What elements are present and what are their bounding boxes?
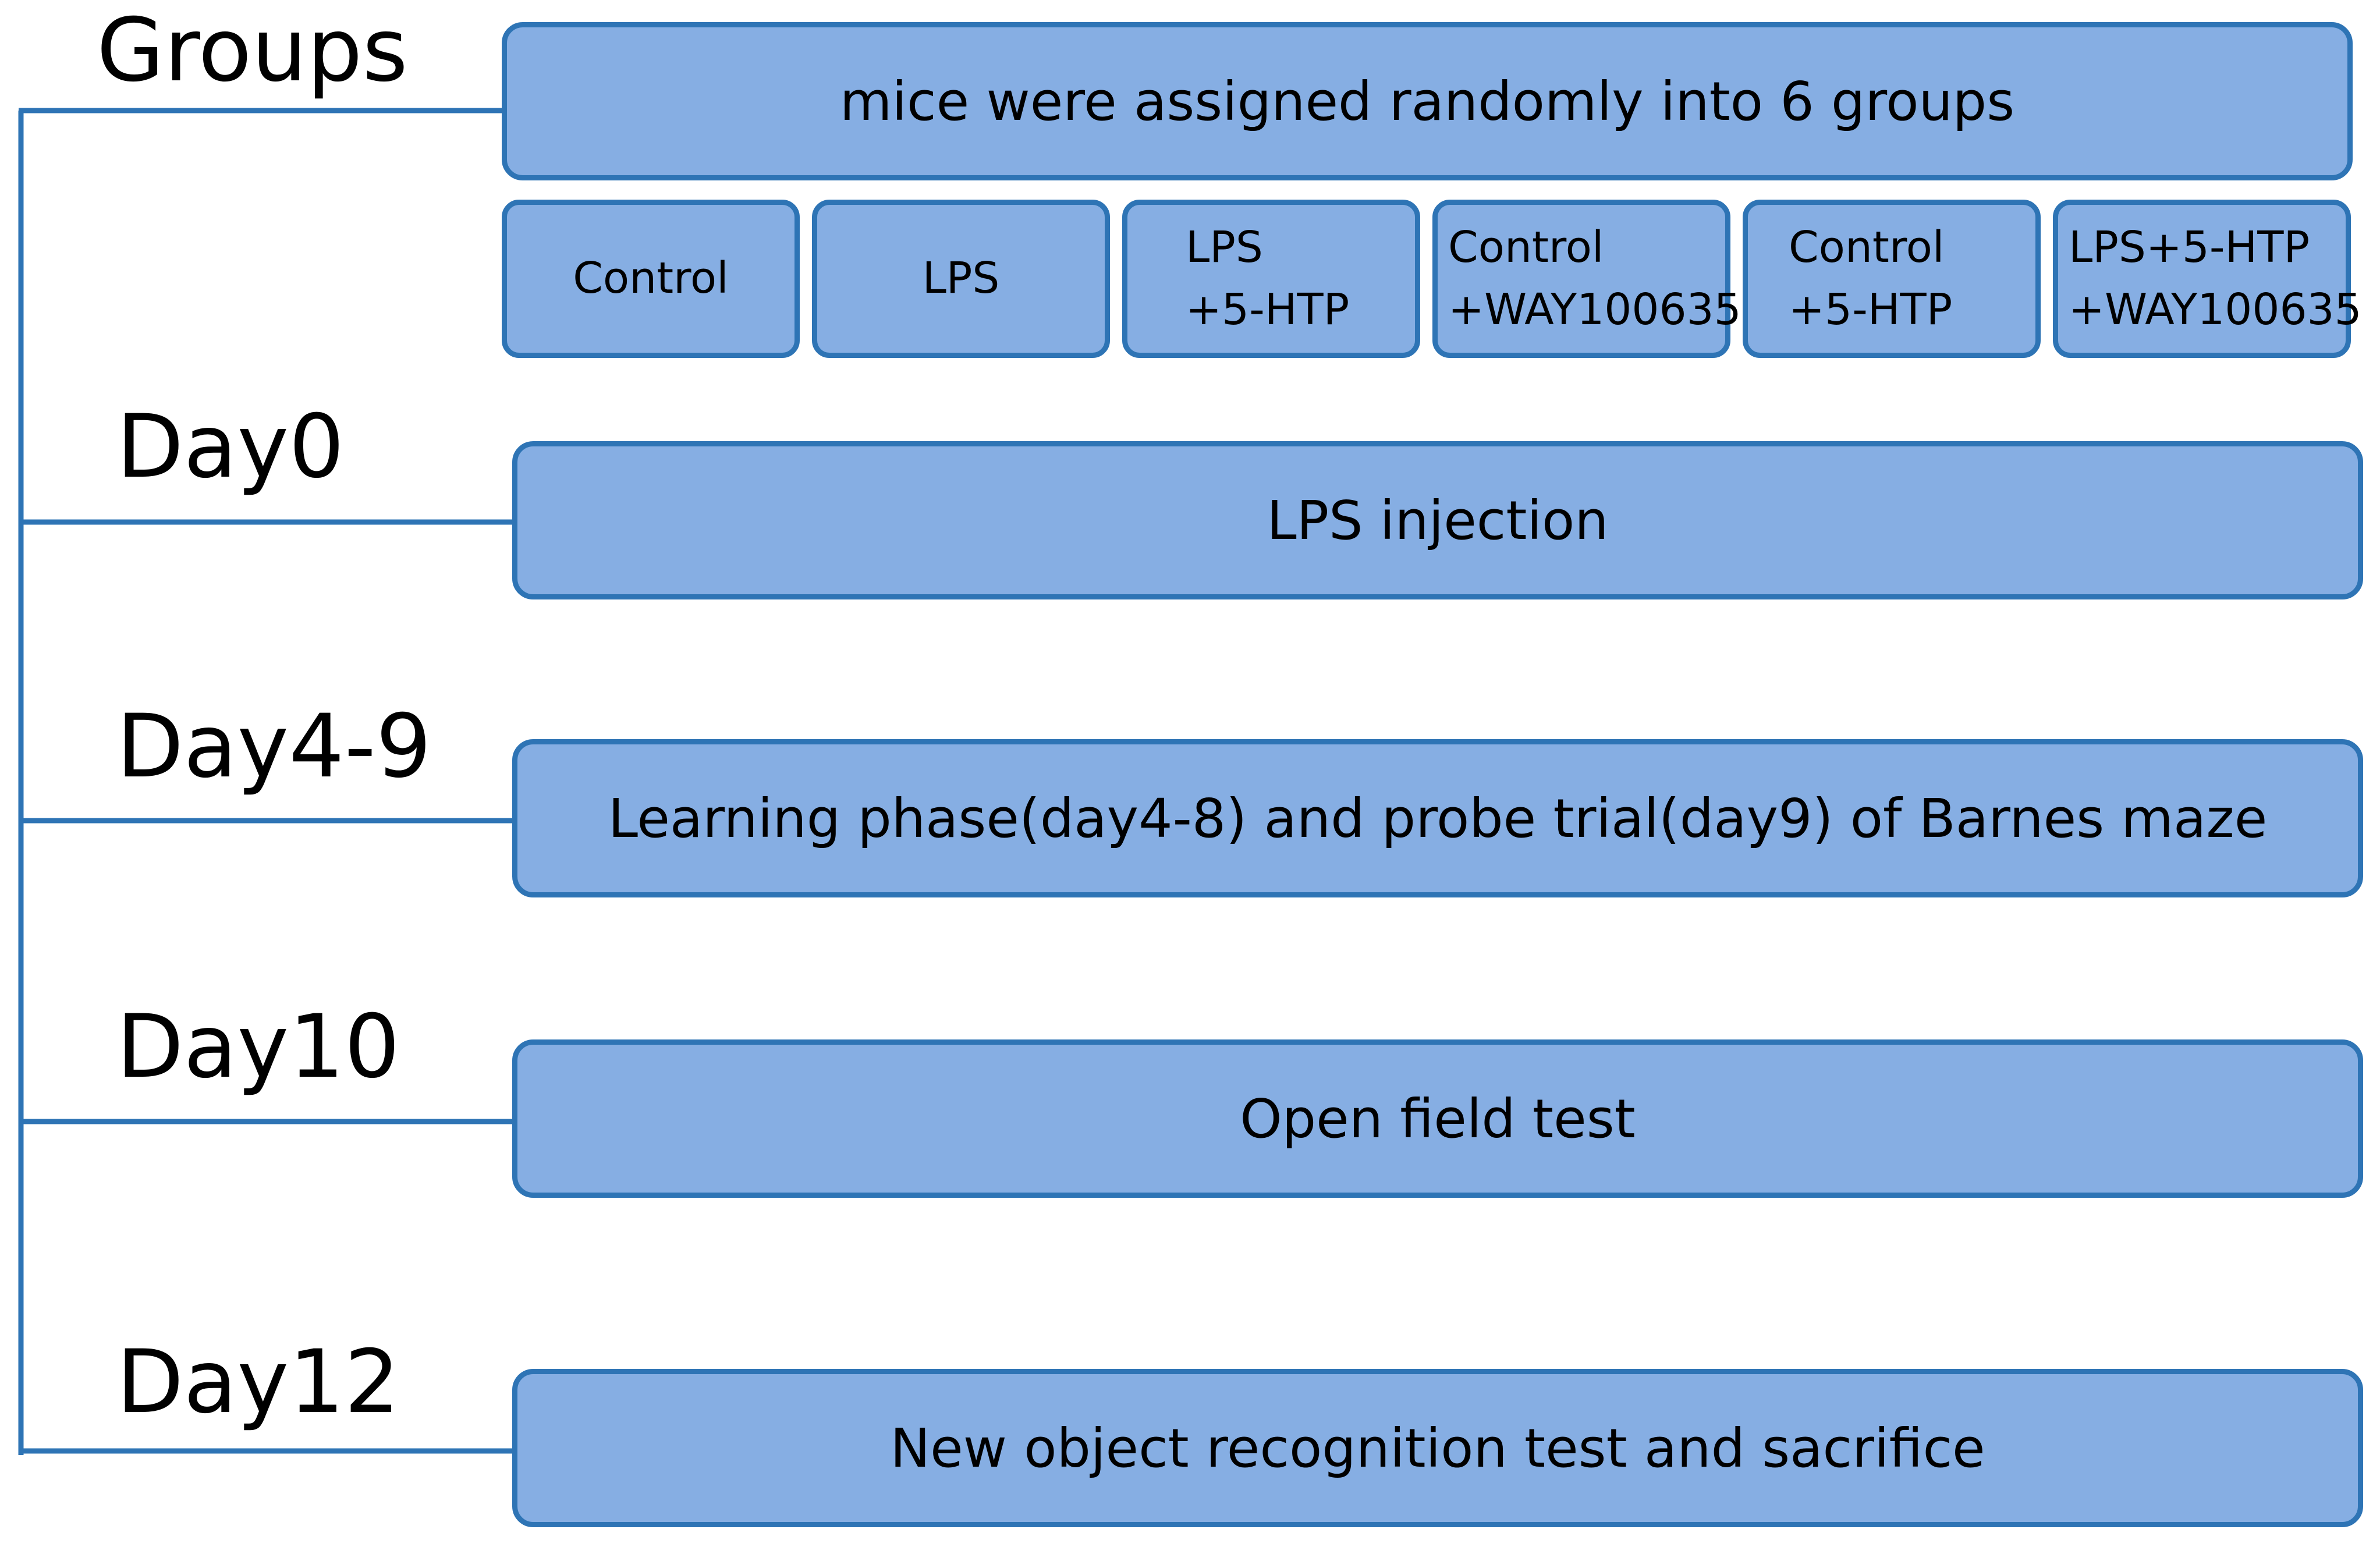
group-box-control: Control (502, 200, 800, 358)
group-label: Control (573, 253, 729, 304)
stage-label-day10: Day10 (116, 996, 400, 1098)
step-box-nor-sacrifice: New object recognition test and sacrific… (512, 1369, 2363, 1527)
group-label-line2: +5-HTP (1789, 285, 1953, 335)
step-box-open-field: Open field test (512, 1039, 2363, 1198)
group-label-line1: Control (1789, 222, 1945, 272)
step-box-lps-injection: LPS injection (512, 441, 2363, 599)
group-label-line2: +5-HTP (1186, 285, 1350, 335)
step-box-barnes-maze: Learning phase(day4-8) and probe trial(d… (512, 739, 2363, 897)
group-label-line2: +WAY100635 (2069, 285, 2362, 335)
group-label-line1: LPS+5-HTP (2069, 222, 2310, 272)
group-label-line1: Control (1448, 222, 1604, 272)
group-box-lps-5htp: LPS +5-HTP (1122, 200, 1420, 358)
group-label-line1: LPS (1186, 222, 1263, 272)
stage-label-day4-9: Day4-9 (116, 696, 432, 797)
group-box-lps-5htp-way100635: LPS+5-HTP +WAY100635 (2053, 200, 2362, 358)
group-box-lps: Control LPS (812, 200, 1110, 358)
stage-label-day12: Day12 (116, 1332, 400, 1433)
group-box-control-way100635: Control +WAY100635 (1432, 200, 1741, 358)
group-box-control-5htp: Control +5-HTP (1743, 200, 2041, 358)
stage-label-groups: Groups (97, 0, 408, 101)
group-label-line2: +WAY100635 (1448, 285, 1741, 335)
stage-label-day0: Day0 (116, 396, 345, 498)
group-label: LPS (922, 253, 1000, 304)
step-box-assignment: mice were assigned randomly into 6 group… (502, 22, 2353, 180)
